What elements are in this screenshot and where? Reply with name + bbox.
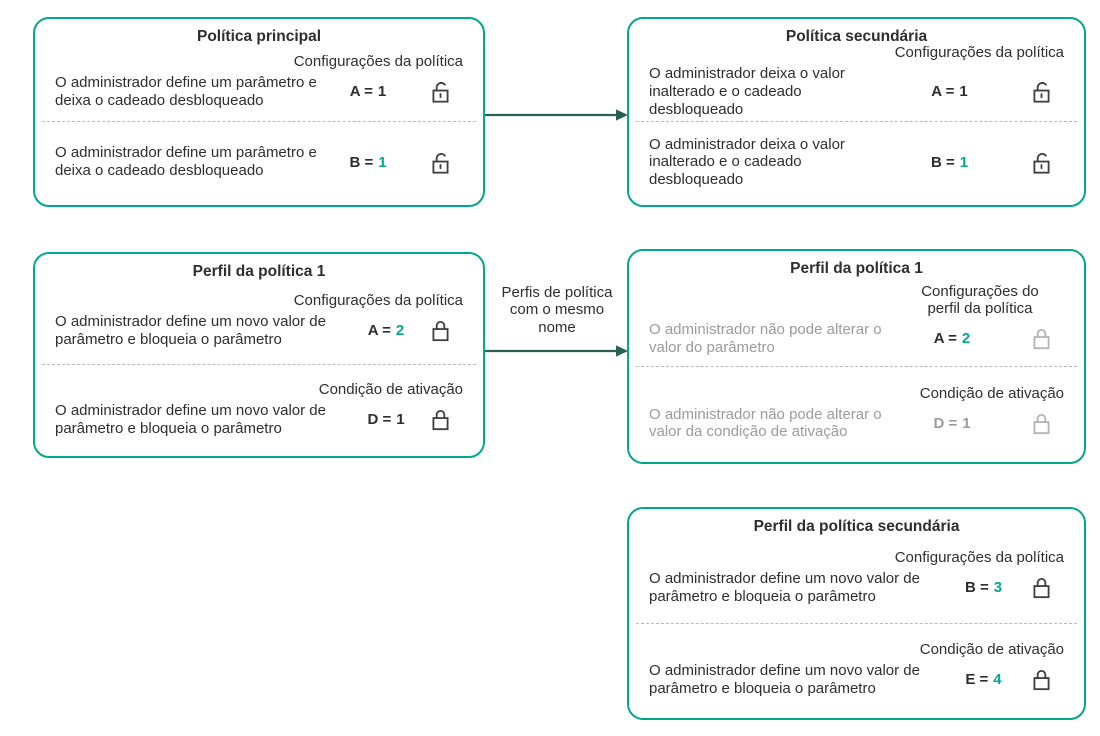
profile-settings-section: Configurações do perfil da política O ad… bbox=[649, 280, 1064, 358]
section-header: Configurações da política bbox=[293, 291, 463, 309]
param-name: B = bbox=[964, 579, 989, 597]
divider bbox=[42, 121, 476, 123]
row-description: O administrador define um novo valor de … bbox=[55, 313, 326, 348]
activation-condition-section: Condição de ativação O administrador def… bbox=[649, 631, 1064, 708]
unlocked-padlock-icon bbox=[1018, 149, 1064, 176]
main-policy-card: Política principal Configurações da polí… bbox=[33, 17, 485, 207]
divider bbox=[42, 364, 476, 366]
arrow-label: Perfis de política com o mesmo nome bbox=[501, 284, 613, 336]
locked-padlock-icon bbox=[417, 317, 463, 344]
row-description: O administrador não pode alterar o valor… bbox=[649, 321, 882, 356]
card-title: Política secundária bbox=[785, 28, 928, 45]
card-title: Perfil da política secundária bbox=[753, 518, 960, 535]
param-name: D = bbox=[933, 414, 958, 432]
row-description: O administrador deixa o valor inalterado… bbox=[649, 65, 845, 118]
param-number: 4 bbox=[993, 671, 1002, 689]
locked-padlock-icon bbox=[1018, 410, 1064, 437]
param-number: 2 bbox=[961, 330, 971, 348]
unlocked-padlock-icon bbox=[1018, 78, 1064, 105]
row-description: O administrador define um parâmetro e de… bbox=[55, 144, 317, 180]
divider bbox=[636, 365, 1077, 367]
secondary-policy-profile-1-card: Perfil da política 1 Configurações do pe… bbox=[627, 249, 1086, 464]
param-number: 1 bbox=[959, 153, 969, 171]
param-value: E =4 bbox=[959, 671, 1008, 688]
section-header: Configurações da política bbox=[894, 44, 1064, 62]
param-number: 3 bbox=[993, 579, 1003, 597]
locked-padlock-icon bbox=[1018, 666, 1064, 693]
param-value: D =1 bbox=[896, 415, 1008, 432]
param-number: 1 bbox=[378, 153, 387, 171]
param-name: B = bbox=[930, 153, 955, 171]
param-value: B =1 bbox=[329, 154, 407, 171]
param-name: A = bbox=[931, 83, 955, 101]
row-description: O administrador define um parâmetro e de… bbox=[55, 74, 317, 109]
section-header: Configurações da política bbox=[894, 548, 1064, 566]
param-name: B = bbox=[349, 153, 374, 171]
param-name: A = bbox=[367, 322, 391, 340]
locked-padlock-icon bbox=[1018, 574, 1064, 601]
policy-settings-section: Configurações da política O administrado… bbox=[649, 44, 1064, 118]
row-description: O administrador define um novo valor de … bbox=[649, 569, 920, 605]
param-name: E = bbox=[965, 671, 989, 689]
policy-settings-section: O administrador deixa o valor inalterado… bbox=[649, 129, 1064, 195]
param-name: D = bbox=[367, 411, 392, 429]
section-header: Configurações da política bbox=[293, 52, 463, 70]
row-description: O administrador define um novo valor de … bbox=[55, 402, 326, 437]
unlocked-padlock-icon bbox=[417, 78, 463, 105]
secondary-policy-profile-card: Perfil da política secundária Configuraç… bbox=[627, 507, 1086, 720]
param-number: 1 bbox=[377, 83, 387, 101]
row-description: O administrador deixa o valor inalterado… bbox=[649, 135, 845, 188]
param-name: A = bbox=[933, 330, 957, 348]
param-number: 1 bbox=[396, 411, 405, 429]
param-value: B =3 bbox=[959, 579, 1008, 596]
card-title: Política principal bbox=[196, 28, 322, 45]
section-header: Condição de ativação bbox=[919, 384, 1064, 402]
activation-condition-section: Condição de ativação O administrador def… bbox=[55, 372, 463, 446]
secondary-policy-card: Política secundária Configurações da pol… bbox=[627, 17, 1086, 207]
section-header: Configurações do perfil da política bbox=[921, 282, 1039, 317]
row-description: O administrador define um novo valor de … bbox=[649, 662, 920, 697]
card-title: Perfil da política 1 bbox=[192, 263, 326, 280]
param-number: 1 bbox=[959, 83, 968, 101]
locked-padlock-icon bbox=[1018, 325, 1064, 352]
card-title: Perfil da política 1 bbox=[790, 260, 923, 277]
policy-settings-section: Configurações da política O administrado… bbox=[55, 283, 463, 357]
activation-condition-section: Condição de ativação O administrador não… bbox=[649, 374, 1064, 452]
param-number: 2 bbox=[395, 322, 405, 340]
param-value: A =2 bbox=[365, 322, 407, 339]
inheritance-arrow-middle bbox=[485, 345, 628, 357]
param-number: 1 bbox=[962, 414, 971, 432]
param-value: B =1 bbox=[891, 154, 1008, 171]
policy-settings-section: Configurações da política O administrado… bbox=[55, 48, 463, 114]
policy-profile-1-card: Perfil da política 1 Configurações da po… bbox=[33, 252, 485, 458]
param-value: D =1 bbox=[365, 411, 407, 428]
policy-settings-section: Configurações da política O administrado… bbox=[649, 538, 1064, 615]
divider bbox=[636, 121, 1077, 123]
param-value: A =1 bbox=[891, 83, 1008, 100]
section-header: Condição de ativação bbox=[318, 380, 463, 398]
policy-settings-section: O administrador define um parâmetro e de… bbox=[55, 129, 463, 195]
param-value: A =1 bbox=[329, 83, 407, 100]
inheritance-arrow-top bbox=[485, 109, 628, 121]
param-name: A = bbox=[349, 83, 373, 101]
locked-padlock-icon bbox=[417, 406, 463, 433]
row-description: O administrador não pode alterar o valor… bbox=[649, 405, 882, 441]
section-header: Condição de ativação bbox=[919, 641, 1064, 659]
divider bbox=[636, 622, 1077, 624]
unlocked-padlock-icon bbox=[417, 149, 463, 176]
param-value: A =2 bbox=[896, 330, 1008, 347]
